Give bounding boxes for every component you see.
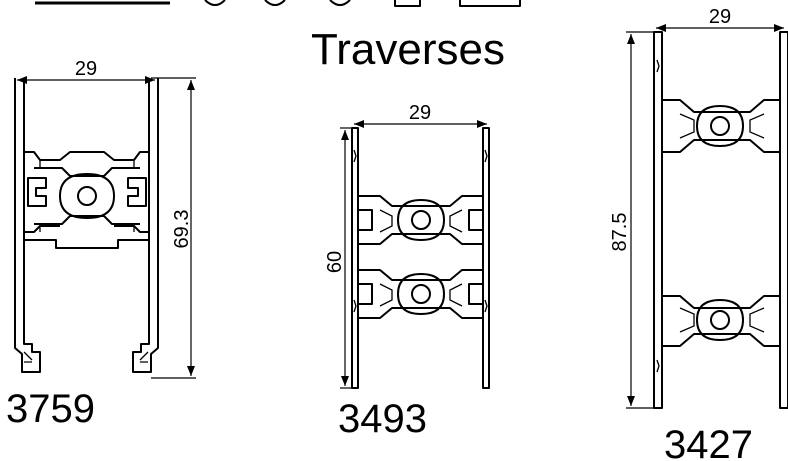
height-dim-label: 87.5 — [609, 213, 631, 252]
page-title: Traverses — [311, 25, 505, 74]
profile-3493: 29 60 3493 — [324, 102, 490, 441]
top-strip-cropped — [35, 0, 521, 7]
screw-boss-icon — [77, 186, 97, 206]
profile-3759: 29 69.3 3759 — [6, 58, 196, 431]
profile-code-label: 3427 — [664, 423, 753, 461]
height-dim-label: 60 — [324, 251, 346, 273]
height-dim-label: 69.3 — [171, 210, 193, 249]
profile-code-label: 3759 — [6, 387, 95, 431]
width-dim-label: 29 — [409, 102, 431, 124]
profile-3427: 29 87.5 3427 — [609, 6, 788, 461]
width-dim-label: 29 — [709, 6, 731, 28]
profile-code-label: 3493 — [338, 397, 427, 441]
width-dim-label: 29 — [75, 58, 97, 80]
